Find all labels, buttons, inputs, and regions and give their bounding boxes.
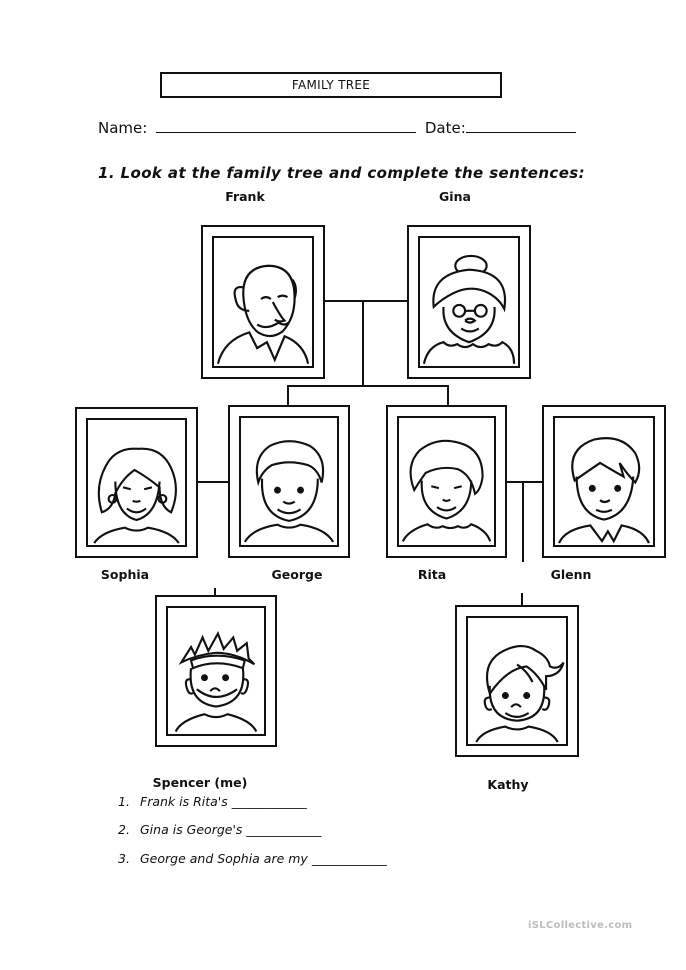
watermark: iSLCollective.com: [528, 920, 633, 931]
frame-frank: [201, 225, 325, 379]
frame-glenn: [542, 405, 666, 558]
worksheet-title-text: FAMILY TREE: [291, 78, 371, 92]
label-george: George: [271, 567, 323, 582]
question-1: 1. Frank is Rita's ____________: [118, 794, 307, 809]
label-kathy: Kathy: [487, 777, 529, 792]
question-text: George and Sophia are my: [140, 851, 308, 866]
man-curly-hair-portrait-icon: [239, 416, 339, 547]
instruction: 1. Look at the family tree and complete …: [98, 164, 586, 182]
name-date-row: Name: Date:: [98, 118, 576, 137]
question-number: 3.: [118, 851, 130, 866]
label-spencer: Spencer (me): [152, 775, 248, 790]
woman-short-curly-hair-portrait-icon: [397, 416, 496, 547]
boy-spiky-hair-portrait-icon: [166, 606, 266, 736]
girl-ponytail-portrait-icon: [466, 616, 568, 746]
frame-kathy: [455, 605, 579, 757]
connector-children-bar: [287, 385, 449, 387]
label-gina: Gina: [439, 189, 471, 204]
date-label: Date:: [424, 119, 466, 137]
connector-frank-gina: [324, 300, 408, 302]
question-2: 2. Gina is George's ____________: [118, 822, 321, 837]
woman-curly-hair-portrait-icon: [86, 418, 187, 547]
man-straight-hair-portrait-icon: [553, 416, 655, 547]
answer-blank[interactable]: ____________: [246, 822, 322, 837]
label-sophia: Sophia: [100, 567, 150, 582]
question-text: Gina is George's: [140, 822, 243, 837]
grandmother-portrait-icon: [418, 236, 520, 368]
label-rita: Rita: [417, 567, 447, 582]
grandfather-portrait-icon: [212, 236, 314, 368]
connector-to-george: [287, 385, 289, 406]
connector-to-spencer: [214, 588, 216, 596]
frame-spencer: [155, 595, 277, 747]
connector-to-kathy: [521, 593, 523, 606]
worksheet-title: FAMILY TREE: [160, 72, 502, 98]
label-glenn: Glenn: [550, 567, 592, 582]
name-blank[interactable]: [156, 118, 417, 133]
date-blank[interactable]: [465, 118, 576, 133]
label-frank: Frank: [225, 189, 265, 204]
connector-rita-glenn-down: [522, 481, 524, 562]
question-number: 2.: [118, 822, 130, 837]
connector-grandparents-down: [362, 300, 364, 387]
name-label: Name:: [98, 119, 148, 137]
connector-sophia-george: [197, 481, 229, 483]
question-number: 1.: [118, 794, 130, 809]
connector-rita-glenn: [506, 481, 543, 483]
question-3: 3. George and Sophia are my ____________: [118, 851, 387, 866]
frame-george: [228, 405, 350, 558]
connector-to-rita: [447, 385, 449, 406]
question-text: Frank is Rita's: [140, 794, 228, 809]
frame-gina: [407, 225, 531, 379]
answer-blank[interactable]: ____________: [231, 794, 307, 809]
frame-rita: [386, 405, 507, 558]
answer-blank[interactable]: ____________: [311, 851, 387, 866]
frame-sophia: [75, 407, 198, 558]
